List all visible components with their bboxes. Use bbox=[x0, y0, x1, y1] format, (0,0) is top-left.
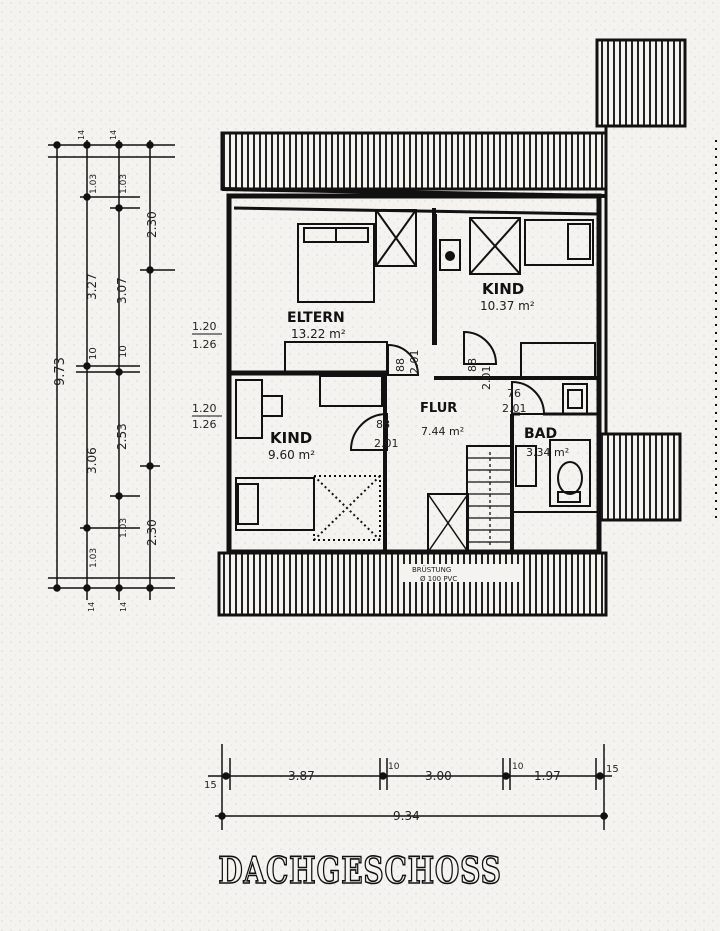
roof-bottom bbox=[217, 551, 608, 617]
dim-left-c: 2.30 bbox=[145, 211, 159, 238]
window-width-1: 1.20 bbox=[192, 320, 217, 333]
dim-left-mid-b: 10 bbox=[118, 345, 129, 358]
room-area-flur: 7.44 m² bbox=[421, 425, 464, 438]
dim-left-f: 2.30 bbox=[145, 519, 159, 546]
dim-end-d: 14 bbox=[119, 602, 128, 612]
left-dimension-lines bbox=[48, 140, 175, 600]
dim-left-e: 2.53 bbox=[115, 423, 129, 450]
window-height-2: 1.26 bbox=[192, 418, 217, 431]
floor-title: DACHGESCHOSS bbox=[218, 849, 502, 893]
door-width-1: 88 bbox=[394, 358, 407, 372]
roof-right bbox=[595, 38, 717, 522]
dim-bot-b: 1.03 bbox=[119, 518, 129, 538]
door-width-2: 88 bbox=[466, 358, 479, 372]
dim-total-height: 9.73 bbox=[53, 357, 68, 386]
door-width-4: 88 bbox=[376, 418, 390, 431]
room-name-kind-top: KIND bbox=[482, 280, 524, 298]
furniture bbox=[235, 209, 596, 541]
room-name-bad: BAD bbox=[524, 426, 557, 442]
door-width-3: 76 bbox=[507, 387, 521, 400]
roof-top bbox=[220, 131, 608, 198]
door-height-3: 2.01 bbox=[502, 402, 527, 415]
room-area-kind-top: 10.37 m² bbox=[480, 299, 535, 313]
dim-bottom-seg3: 1.97 bbox=[534, 769, 561, 783]
dim-bottom-gap2: 10 bbox=[512, 762, 524, 772]
dim-bottom-total: 9.34 bbox=[393, 809, 420, 823]
dim-left-b: 3.07 bbox=[115, 277, 129, 304]
dim-bot-a: 1.03 bbox=[89, 548, 99, 568]
dim-top-b: 1.03 bbox=[119, 174, 129, 194]
note-line-2: Ø 100 PVC bbox=[420, 575, 457, 583]
room-area-kind-left: 9.60 m² bbox=[268, 448, 315, 462]
staircase bbox=[468, 452, 510, 548]
window-height-1: 1.26 bbox=[192, 338, 217, 351]
dim-left-mid-a: 10 bbox=[88, 347, 99, 360]
room-area-bad: 3.34 m² bbox=[526, 446, 569, 459]
room-name-eltern: ELTERN bbox=[287, 310, 345, 326]
room-area-eltern: 13.22 m² bbox=[291, 327, 346, 341]
dim-left-d: 3.06 bbox=[85, 447, 99, 474]
dim-end-b: 14 bbox=[109, 130, 118, 140]
note-line-1: BRÜSTUNG bbox=[412, 565, 451, 574]
dim-top-a: 1.03 bbox=[89, 174, 99, 194]
dim-bottom-left-end: 15 bbox=[204, 780, 217, 791]
dim-end-a: 14 bbox=[77, 130, 86, 140]
room-name-flur: FLUR bbox=[420, 401, 457, 416]
window-width-2: 1.20 bbox=[192, 402, 217, 415]
door-swings bbox=[349, 330, 546, 451]
door-height-2: 2.01 bbox=[480, 366, 493, 391]
dim-bottom-seg2: 3.00 bbox=[425, 769, 452, 783]
room-name-kind-left: KIND bbox=[270, 429, 312, 447]
dim-bottom-gap1: 10 bbox=[388, 762, 400, 772]
dim-bottom-seg1: 3.87 bbox=[288, 769, 315, 783]
door-height-1: 2.01 bbox=[408, 350, 421, 375]
door-height-4: 2.01 bbox=[374, 437, 399, 450]
dim-end-c: 14 bbox=[87, 602, 96, 612]
bottom-dimension-lines bbox=[208, 744, 612, 830]
dim-left-a: 3.27 bbox=[85, 273, 99, 300]
dim-bottom-right-end: 15 bbox=[606, 764, 619, 775]
